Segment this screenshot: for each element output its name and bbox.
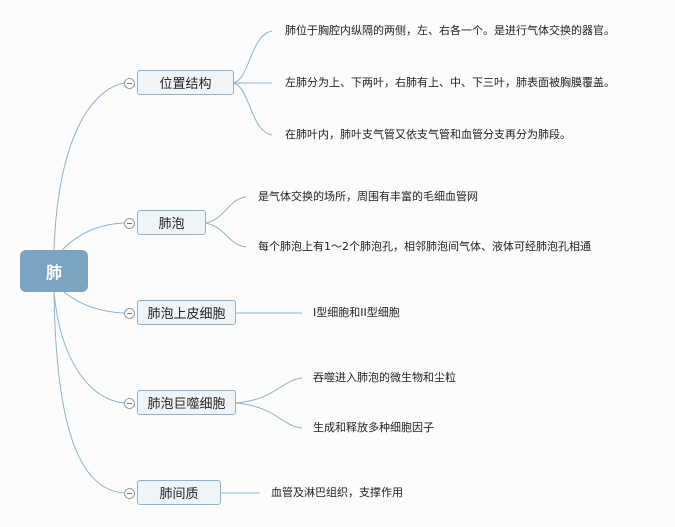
- connector-b3-l1: [234, 402, 303, 429]
- connector-b3-l0: [234, 377, 303, 404]
- connector-b0-l2: [232, 82, 273, 136]
- branch-node-alveolus[interactable]: 肺泡: [137, 210, 206, 235]
- leaf-node[interactable]: 是气体交换的场所，周围有丰富的毛细血管网: [258, 190, 478, 203]
- collapse-icon[interactable]: [124, 218, 135, 229]
- connector-root-b2: [63, 291, 125, 314]
- leaf-node[interactable]: 每个肺泡上有1～2个肺泡孔，相邻肺泡间气体、液体可经肺泡孔相通: [258, 240, 591, 253]
- connector-root-b3: [53, 291, 125, 404]
- collapse-icon[interactable]: [124, 308, 135, 319]
- branch-node-alveolar-macrophage[interactable]: 肺泡巨噬细胞: [137, 390, 236, 415]
- collapse-icon[interactable]: [124, 488, 135, 499]
- branch-node-alveolar-epithelial[interactable]: 肺泡上皮细胞: [137, 300, 236, 325]
- connector-root-b4: [53, 291, 125, 494]
- connector-b1-l1: [204, 222, 247, 248]
- root-node[interactable]: 肺: [20, 250, 88, 292]
- collapse-icon[interactable]: [124, 398, 135, 409]
- branch-node-position-structure[interactable]: 位置结构: [137, 70, 234, 95]
- branch-node-interstitium[interactable]: 肺间质: [137, 480, 221, 505]
- connector-b1-l0: [204, 196, 247, 224]
- collapse-icon[interactable]: [124, 78, 135, 89]
- leaf-node[interactable]: I型细胞和II型细胞: [313, 306, 400, 319]
- leaf-node[interactable]: 血管及淋巴组织，支撑作用: [271, 486, 403, 499]
- leaf-node[interactable]: 肺位于胸腔内纵隔的两侧，左、右各一个。是进行气体交换的器官。: [285, 24, 615, 37]
- leaf-node[interactable]: 左肺分为上、下两叶，右肺有上、中、下三叶，肺表面被胸膜覆盖。: [285, 76, 615, 89]
- leaf-node[interactable]: 吞噬进入肺泡的微生物和尘粒: [313, 371, 456, 384]
- connector-root-b0: [53, 82, 125, 251]
- leaf-node[interactable]: 在肺叶内，肺叶支气管又依支气管和血管分支再分为肺段。: [285, 128, 571, 141]
- connector-b0-l0: [232, 30, 273, 84]
- connector-root-b1: [61, 222, 125, 251]
- leaf-node[interactable]: 生成和释放多种细胞因子: [313, 421, 434, 434]
